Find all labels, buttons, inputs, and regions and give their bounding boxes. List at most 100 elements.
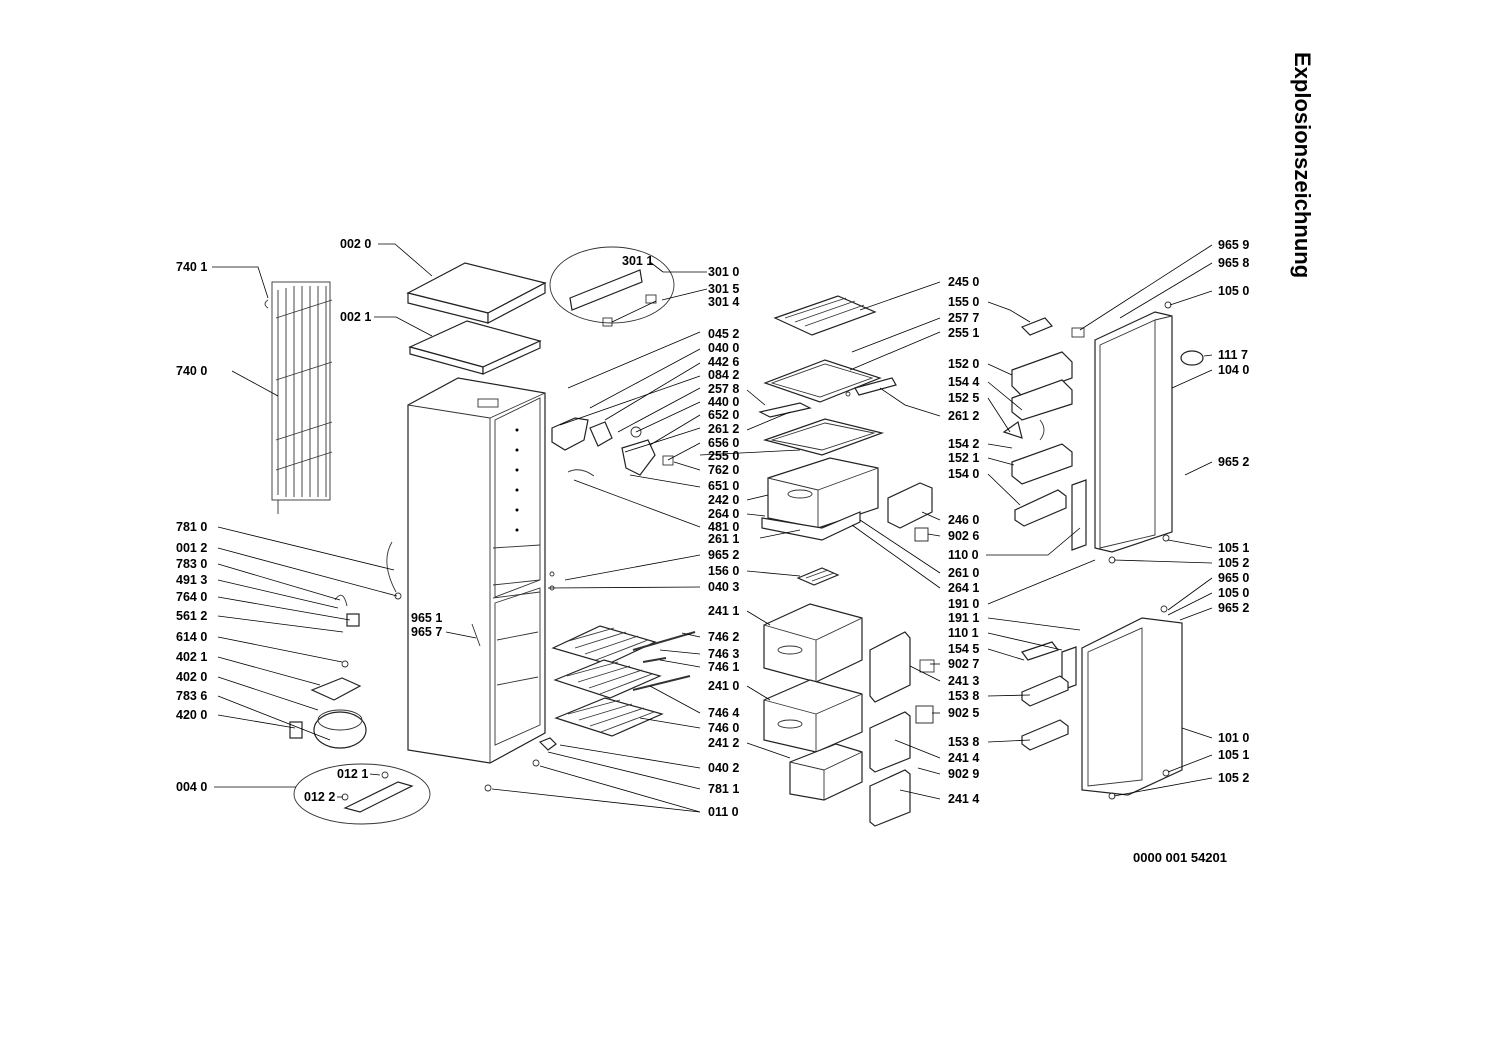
egg-tray-drawing (1020, 317, 1054, 336)
part-label: 746 3 (708, 647, 739, 661)
part-label: 301 4 (708, 295, 739, 309)
part-label: 746 2 (708, 630, 739, 644)
part-label: 264 0 (708, 507, 739, 521)
top-cover-drawing (406, 262, 547, 324)
part-label: 191 0 (948, 597, 979, 611)
drawer-front-panels-drawing (869, 631, 935, 827)
diagram-title: Explosionszeichnung (1290, 52, 1315, 278)
part-label: 420 0 (176, 708, 207, 722)
part-label: 152 1 (948, 451, 979, 465)
part-label: 965 2 (1218, 455, 1249, 469)
condenser-coil-drawing (264, 281, 333, 514)
part-label: 764 0 (176, 590, 207, 604)
part-label: 152 5 (948, 391, 979, 405)
lamp-housing-drawing (551, 417, 674, 477)
part-label: 264 1 (948, 581, 979, 595)
part-label: 656 0 (708, 436, 739, 450)
upper-door-drawing (1071, 311, 1173, 553)
part-label: 040 2 (708, 761, 739, 775)
part-label: 153 8 (948, 735, 979, 749)
part-label: 241 3 (948, 674, 979, 688)
part-label: 101 0 (1218, 731, 1249, 745)
part-label: 740 0 (176, 364, 207, 378)
misc-small-parts-drawing (471, 301, 1172, 800)
freezer-drawer-3-drawing (789, 743, 863, 801)
lower-door-shelf-1-drawing (1021, 641, 1069, 707)
part-label: 241 0 (708, 679, 739, 693)
part-label: 261 1 (708, 532, 739, 546)
part-labels: 002 0 740 1 002 1 740 0 301 1 301 0 301 … (176, 237, 1249, 819)
freezer-drawer-1-drawing (763, 603, 863, 683)
part-label: 481 0 (708, 520, 739, 534)
part-label: 045 2 (708, 327, 739, 341)
lower-door-drawing (1061, 617, 1183, 796)
part-label: 245 0 (948, 275, 979, 289)
part-label: 261 0 (948, 566, 979, 580)
part-label: 241 4 (948, 792, 979, 806)
door-shelf-2-drawing (1011, 379, 1073, 421)
part-label: 105 0 (1218, 284, 1249, 298)
accessory-kit-drawing (293, 763, 431, 825)
part-label: 105 2 (1218, 556, 1249, 570)
door-shelf-3-drawing (1011, 443, 1073, 485)
part-label: 154 2 (948, 437, 979, 451)
part-label: 561 2 (176, 609, 207, 623)
part-label: 084 2 (708, 368, 739, 382)
part-label: 440 0 (708, 395, 739, 409)
part-label: 012 1 (337, 767, 368, 781)
part-label: 040 0 (708, 341, 739, 355)
part-label: 012 2 (304, 790, 335, 804)
cabinet-body-drawing (407, 377, 546, 764)
part-label: 156 0 (708, 564, 739, 578)
part-label: 155 0 (948, 295, 979, 309)
part-label: 111 7 (1218, 348, 1248, 362)
part-label: 241 2 (708, 736, 739, 750)
top-plate-drawing (408, 320, 542, 375)
part-label: 257 8 (708, 382, 739, 396)
part-label: 783 6 (176, 689, 207, 703)
part-label: 011 0 (708, 805, 739, 819)
freezer-drawer-2-drawing (763, 679, 863, 753)
part-label: 965 8 (1218, 256, 1249, 270)
part-label: 965 9 (1218, 238, 1249, 252)
part-label: 255 1 (948, 326, 979, 340)
part-label: 965 2 (1218, 601, 1249, 615)
part-label: 242 0 (708, 493, 739, 507)
grid-rails-drawing (632, 631, 696, 691)
part-label: 402 0 (176, 670, 207, 684)
part-label: 154 0 (948, 467, 979, 481)
divider-panel-drawing (887, 482, 933, 542)
part-label: 965 1 (411, 611, 442, 625)
part-label: 902 7 (948, 657, 979, 671)
part-label: 152 0 (948, 357, 979, 371)
part-label: 442 6 (708, 355, 739, 369)
freezer-grid-3-drawing (554, 697, 664, 737)
freezer-grid-1-drawing (551, 625, 657, 665)
part-label: 746 1 (708, 660, 739, 674)
part-label: 154 4 (948, 375, 979, 389)
part-label: 104 0 (1218, 363, 1249, 377)
shelf-strip-drawing (758, 377, 897, 418)
door-handle-drawing (1180, 350, 1204, 366)
part-label: 153 8 (948, 689, 979, 703)
part-label: 746 4 (708, 706, 739, 720)
door-shelf-1-drawing (1011, 351, 1073, 397)
part-label: 781 0 (176, 520, 207, 534)
part-label: 105 1 (1218, 541, 1249, 555)
freezer-top-shelf-drawing (773, 295, 877, 336)
part-label: 002 0 (340, 237, 371, 251)
part-label: 301 1 (622, 254, 653, 268)
part-label: 040 3 (708, 580, 739, 594)
bottle-shelf-drawing (1014, 489, 1067, 527)
part-label: 301 5 (708, 282, 739, 296)
part-label: 110 1 (948, 626, 979, 640)
part-label: 491 3 (176, 573, 207, 587)
part-label: 781 1 (708, 782, 739, 796)
freezer-grid-small-drawing (796, 567, 840, 586)
door-flap-drawing (1002, 419, 1045, 441)
part-label: 105 0 (1218, 586, 1249, 600)
part-label: 105 1 (1218, 748, 1249, 762)
part-label: 154 5 (948, 642, 979, 656)
part-label: 301 0 (708, 265, 739, 279)
